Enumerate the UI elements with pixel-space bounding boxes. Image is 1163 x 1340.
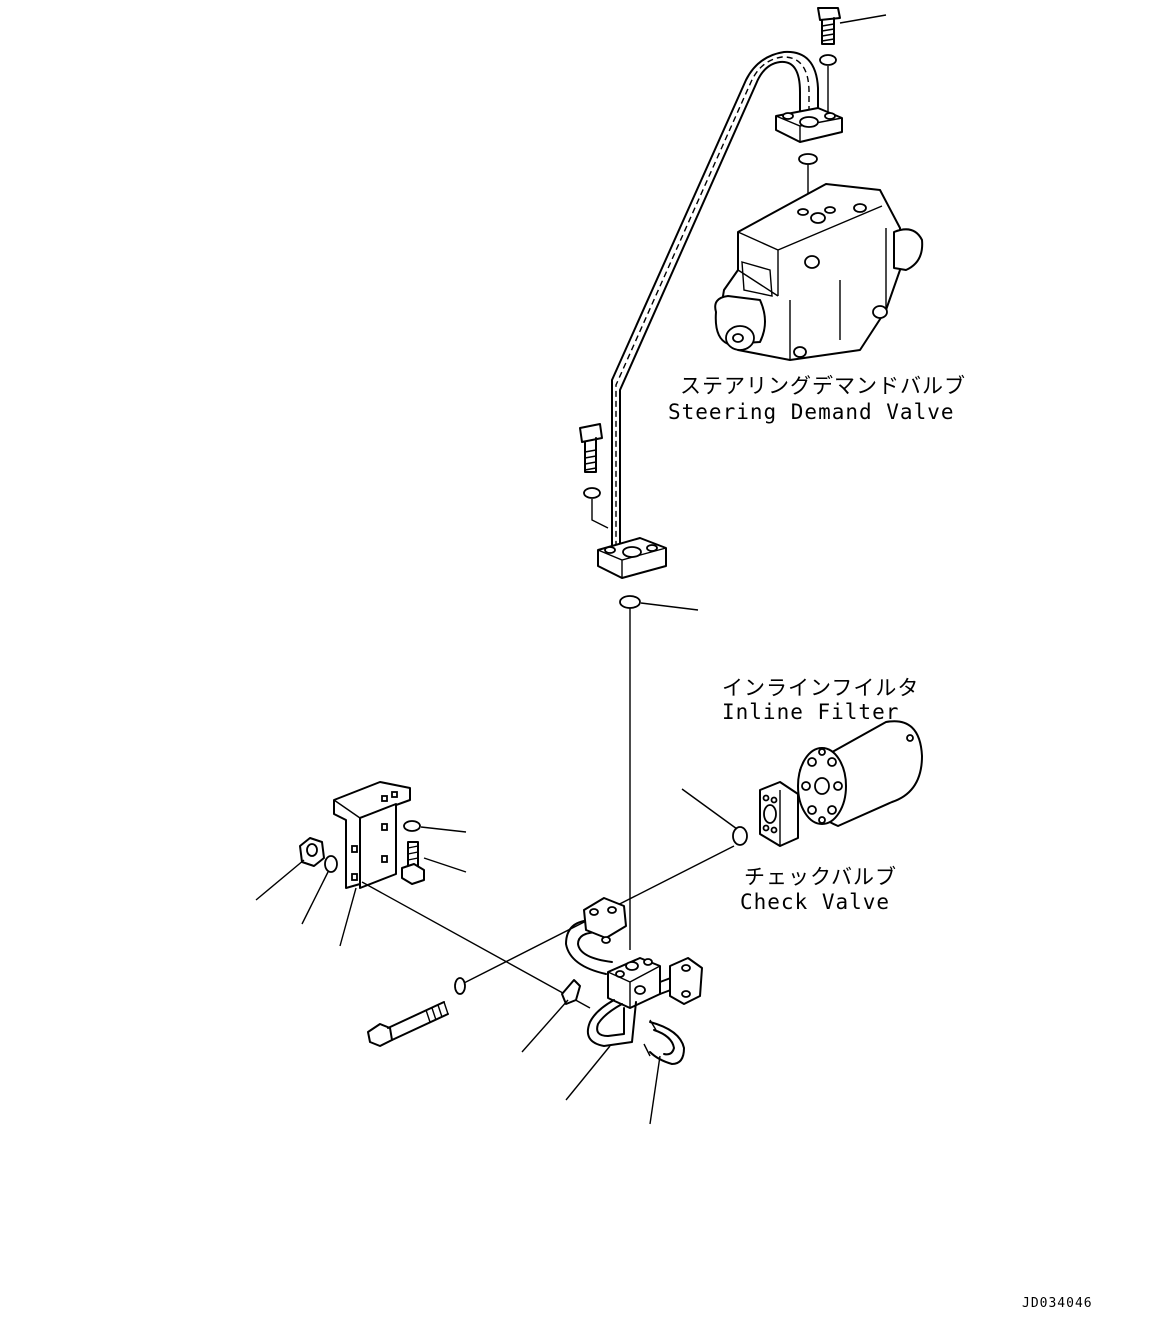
long-bolt xyxy=(367,1001,449,1047)
check-valve-flange xyxy=(759,781,799,847)
bracket-washer xyxy=(324,855,338,873)
leader-line-bracket-washer xyxy=(301,871,329,925)
lower-flange xyxy=(597,537,667,579)
leader-line-bracket-bolt-washer xyxy=(420,826,467,833)
top-bolt xyxy=(817,7,841,45)
o-ring-lower xyxy=(619,595,641,609)
top-washer xyxy=(819,54,837,66)
bracket xyxy=(333,781,411,889)
steering-demand-valve-body xyxy=(714,183,924,361)
leader-line-o-ring xyxy=(640,602,699,611)
check-valve-label-jp: チェックバルブ xyxy=(744,865,897,889)
inline-filter xyxy=(797,720,923,827)
upper-tube xyxy=(611,50,819,546)
leader-line-check-valve-o-ring xyxy=(681,788,738,830)
inline-filter-label-jp: インラインフイルタ xyxy=(722,676,920,700)
check-valve-label-en: Check Valve xyxy=(740,890,891,914)
drawing-code: JD034046 xyxy=(1022,1296,1093,1311)
inline-filter-label-en: Inline Filter xyxy=(722,700,900,724)
bracket-bolt-washer xyxy=(403,820,421,832)
leader-line-tube xyxy=(565,1045,611,1101)
middle-washer xyxy=(583,487,601,499)
leader-line-u-bolt xyxy=(649,1055,661,1125)
middle-bolt xyxy=(579,423,603,473)
leader-line-bracket xyxy=(339,887,357,947)
bracket-bolt xyxy=(401,841,425,885)
steering-demand-valve-label-en: Steering Demand Valve xyxy=(668,400,955,424)
steering-demand-valve-label-jp: ステアリングデマンドバルブ xyxy=(680,374,966,398)
upper-o-ring xyxy=(798,153,818,165)
leader-line-middle xyxy=(591,499,609,529)
leader-line-top-bolt xyxy=(839,14,887,24)
leader-line-clamp xyxy=(521,999,569,1053)
bracket-nut xyxy=(299,837,325,867)
check-valve-o-ring xyxy=(732,826,748,846)
lower-pipe-assembly xyxy=(565,897,703,1065)
upper-flange xyxy=(775,107,843,143)
leader-line-bracket-bolt xyxy=(423,857,467,873)
leader-line-bracket-nut xyxy=(255,859,305,901)
long-bolt-washer xyxy=(454,977,466,995)
bracket-axis-line xyxy=(361,881,591,1009)
